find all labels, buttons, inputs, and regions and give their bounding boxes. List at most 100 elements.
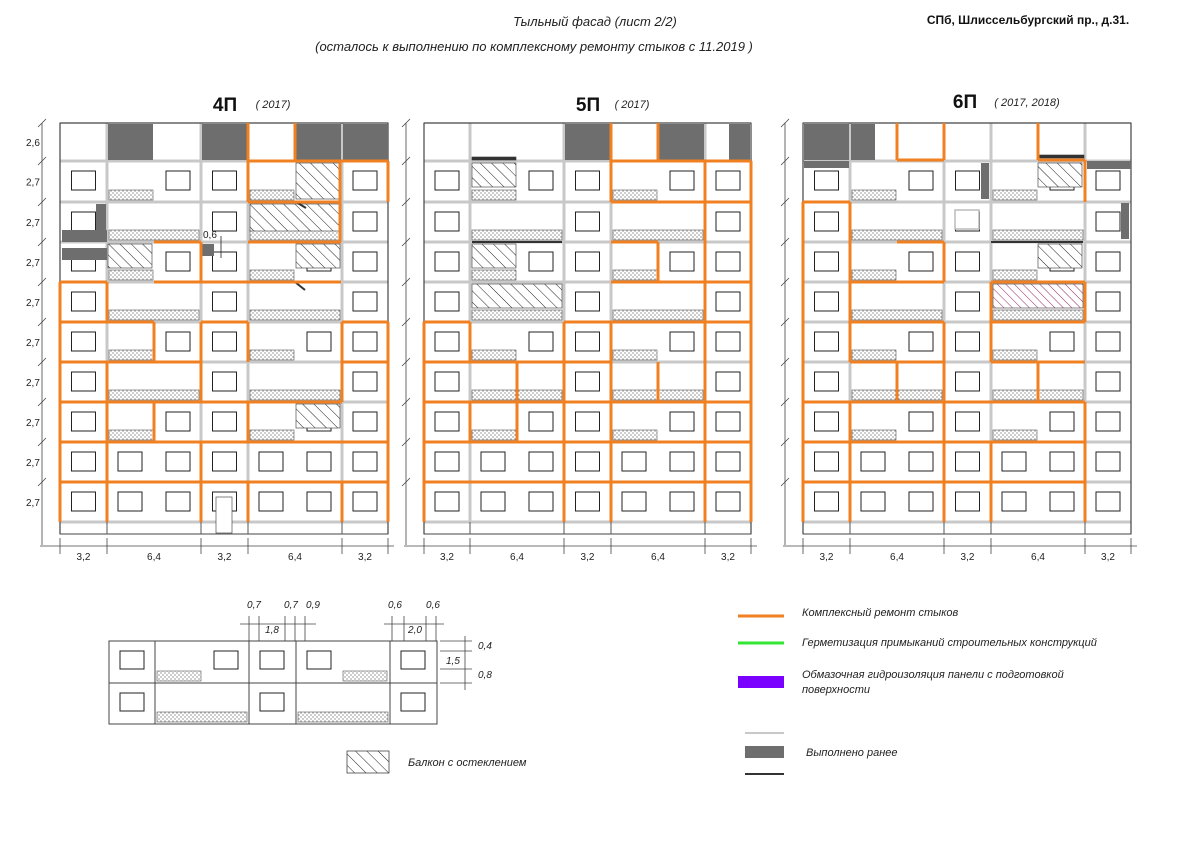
balcony-screen [992, 349, 1038, 361]
balcony-screen [471, 229, 563, 241]
legend-balcony-label: Балкон с остеклением [408, 757, 527, 769]
window [1001, 491, 1027, 512]
col-width-label: 3,2 [820, 552, 834, 563]
col-width-label: 3,2 [1101, 552, 1115, 563]
balcony-screen [108, 229, 200, 241]
balcony-screen [851, 429, 897, 441]
window [575, 331, 600, 352]
col-width-label: 3,2 [440, 552, 454, 563]
window [434, 251, 460, 272]
dim-tick [37, 437, 47, 447]
glazed-balcony [471, 162, 517, 188]
detail-window [400, 692, 426, 712]
balcony-screen [471, 269, 517, 281]
detail-balcony-screen [156, 670, 202, 682]
done-panel [851, 124, 875, 160]
window [434, 371, 460, 392]
window [352, 451, 378, 472]
dim-tick [780, 277, 790, 287]
balcony-screen [108, 349, 154, 361]
window [434, 170, 460, 191]
window [71, 371, 96, 392]
window [1049, 451, 1075, 472]
done-panel [804, 124, 849, 160]
done-panel [658, 124, 704, 160]
window [621, 451, 647, 472]
window [1095, 411, 1121, 432]
balcony-screen [249, 229, 341, 241]
window [71, 491, 96, 512]
window [955, 491, 980, 512]
detail-dim: 0,7 [284, 600, 298, 611]
legend-purple-label-1: Обмазочная гидроизоляция панели с подгот… [802, 669, 1064, 681]
dim-tick [780, 197, 790, 207]
window [352, 170, 378, 191]
done-panel [202, 244, 214, 256]
window [212, 371, 237, 392]
col-width-label: 3,2 [358, 552, 372, 563]
window [212, 331, 237, 352]
window [528, 251, 554, 272]
window [669, 170, 695, 191]
dim-tick [780, 156, 790, 166]
window [258, 451, 284, 472]
legend-done-label: Выполнено ранее [806, 747, 898, 759]
window [352, 491, 378, 512]
detail-dim: 0,8 [478, 670, 492, 681]
done-panel [729, 124, 750, 160]
col-width-label: 6,4 [651, 552, 665, 563]
detail-fragment [108, 640, 438, 725]
col-width-label: 6,4 [510, 552, 524, 563]
window [715, 491, 741, 512]
section-year-6p: ( 2017, 2018) [994, 97, 1060, 109]
done-line [1037, 154, 1085, 159]
window [814, 371, 839, 392]
balcony-screen [992, 429, 1038, 441]
window [1049, 331, 1075, 352]
dim-tick [37, 317, 47, 327]
col-width-label: 3,2 [721, 552, 735, 563]
window [434, 211, 460, 232]
dim-tick [37, 118, 47, 128]
done-panel [96, 204, 106, 242]
dim-tick [37, 397, 47, 407]
detail-balcony-screen [156, 711, 248, 723]
window [165, 491, 191, 512]
section-title-4p: 4П [213, 95, 237, 116]
done-panel [1087, 161, 1131, 169]
window [352, 291, 378, 312]
glazed-balcony [1037, 162, 1083, 188]
balcony-screen [108, 189, 154, 201]
col-width-label: 3,2 [961, 552, 975, 563]
balcony-screen [851, 349, 897, 361]
glazed-balcony [295, 403, 341, 429]
balcony-screen [992, 269, 1038, 281]
window [908, 251, 934, 272]
window [306, 451, 332, 472]
done-panel [343, 124, 388, 160]
window [165, 170, 191, 191]
window [860, 451, 886, 472]
window [528, 491, 554, 512]
balcony-screen [471, 309, 563, 321]
window [955, 170, 980, 191]
window [575, 211, 600, 232]
balcony-screen [108, 269, 154, 281]
window [1095, 491, 1121, 512]
dim-tick [401, 118, 411, 128]
balcony-screen [612, 349, 658, 361]
row-height-label: 2,7 [26, 218, 40, 229]
detail-dim: 1,5 [446, 656, 460, 667]
balcony-screen [249, 349, 295, 361]
balcony-screen [471, 429, 517, 441]
detail-window [259, 692, 285, 712]
balcony-screen [249, 429, 295, 441]
window [352, 331, 378, 352]
done-panel [295, 124, 341, 160]
drawing-subtitle: (осталось к выполнению по комплексному р… [315, 39, 753, 54]
dim-tick [401, 357, 411, 367]
detail-dim: 0,4 [478, 641, 492, 652]
balcony-screen [851, 269, 897, 281]
